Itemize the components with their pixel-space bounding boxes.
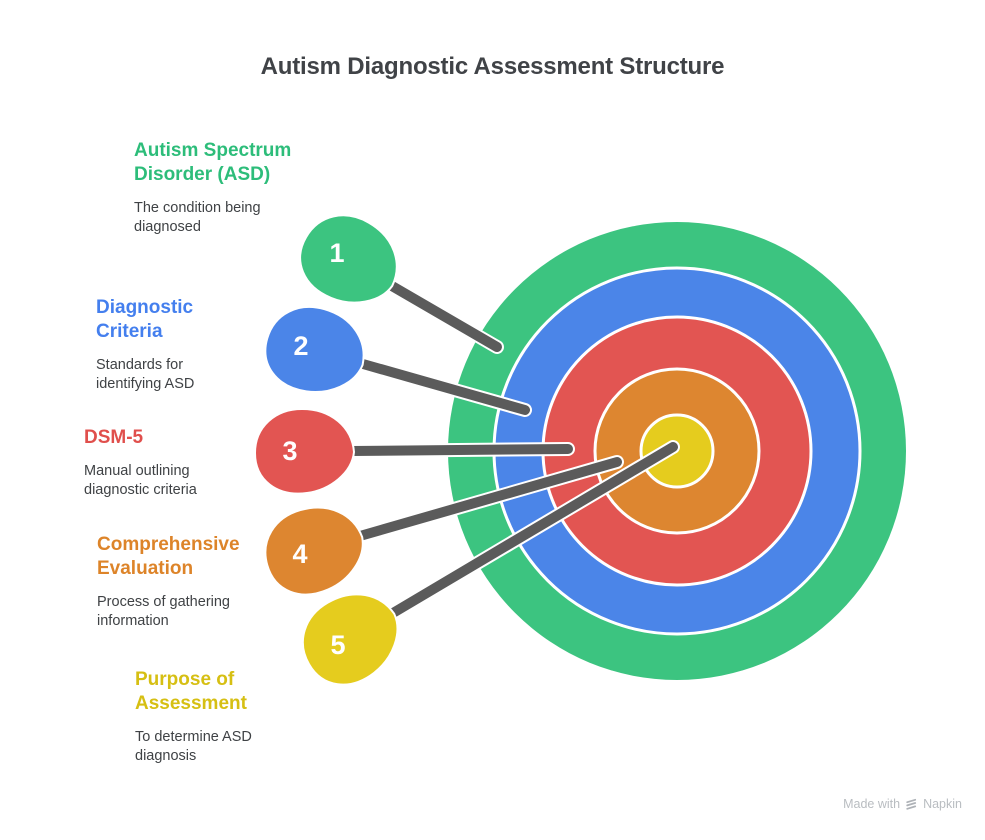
leader-line-1 bbox=[387, 281, 502, 352]
marker-number-5: 5 bbox=[330, 630, 345, 660]
watermark-text: Made with bbox=[843, 797, 901, 811]
marker-number-3: 3 bbox=[282, 436, 297, 466]
item-description-1: The condition being diagnosed bbox=[134, 200, 261, 235]
item-label-2: Diagnostic Criteria bbox=[96, 297, 194, 342]
marker-blob-1 bbox=[284, 198, 415, 323]
item-label-4: Comprehensive Evaluation bbox=[97, 534, 240, 579]
label-block-dsm5: DSM-5 Manual outlining diagnostic criter… bbox=[84, 426, 234, 500]
label-block-asd: Autism Spectrum Disorder (ASD) The condi… bbox=[134, 139, 294, 237]
item-label-5: Purpose of Assessment bbox=[135, 669, 247, 714]
marker-blob-4 bbox=[254, 494, 375, 606]
marker-number-2: 2 bbox=[293, 331, 308, 361]
leader-line-2 bbox=[358, 359, 530, 415]
leader-line-3 bbox=[347, 444, 573, 456]
item-description-4: Process of gathering information bbox=[97, 594, 230, 629]
watermark: Made with Napkin bbox=[843, 797, 962, 811]
label-block-diagnostic-criteria: Diagnostic Criteria Standards for identi… bbox=[96, 296, 221, 394]
napkin-logo-icon bbox=[906, 798, 917, 810]
item-label-3: DSM-5 bbox=[84, 427, 144, 448]
leader-line-4 bbox=[355, 457, 622, 541]
leader-line-5 bbox=[388, 442, 678, 618]
marker-number-1: 1 bbox=[329, 238, 344, 268]
page-title: Autism Diagnostic Assessment Structure bbox=[260, 53, 725, 80]
marker-number-4: 4 bbox=[292, 539, 307, 569]
watermark-brand: Napkin bbox=[923, 797, 962, 811]
marker-blob-3 bbox=[254, 408, 355, 495]
label-block-comprehensive-evaluation: Comprehensive Evaluation Process of gath… bbox=[97, 533, 265, 631]
item-label-1: Autism Spectrum Disorder (ASD) bbox=[134, 140, 292, 185]
label-block-purpose-of-assessment: Purpose of Assessment To determine ASD d… bbox=[135, 668, 275, 766]
item-description-5: To determine ASD diagnosis bbox=[135, 729, 252, 764]
marker-blob-2 bbox=[255, 295, 376, 406]
item-description-3: Manual outlining diagnostic criteria bbox=[84, 463, 197, 498]
item-description-2: Standards for identifying ASD bbox=[96, 357, 195, 392]
